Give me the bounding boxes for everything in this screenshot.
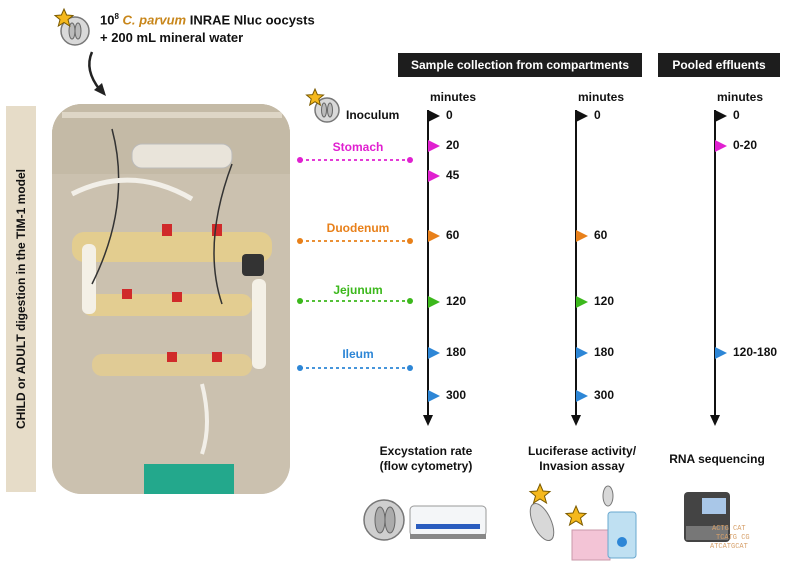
timepoint-marker-col1-1 — [428, 140, 440, 152]
flow-cytometer-icon — [363, 499, 487, 541]
compartment-duodenum-label: Duodenum — [326, 221, 390, 235]
inoculum-star-icon — [305, 87, 340, 123]
timepoint-label-col2-0: 0 — [594, 108, 601, 122]
timepoint-label-col1-0: 0 — [446, 108, 453, 122]
dna-sequence-decoration: ACTG CAT — [712, 525, 746, 533]
ileum-connector — [297, 365, 413, 371]
timeline-arrow-col3 — [710, 415, 720, 426]
timepoint-label-col2-1: 60 — [594, 228, 608, 242]
timepoint-marker-col1-0 — [428, 110, 440, 122]
dna-sequence-decoration: ATCATGCAT — [710, 543, 748, 551]
timepoint-label-col2-3: 180 — [594, 345, 615, 359]
compartments-header: Sample collection from compartments — [398, 53, 642, 77]
timepoint-label-col1-4: 120 — [446, 294, 467, 308]
duodenum-connector — [297, 238, 413, 244]
header-line2: + 200 mL mineral water — [100, 30, 244, 45]
output-luciferase: Luciferase activity/ Invasion assay — [512, 444, 652, 474]
output-excystation-line1: Excystation rate — [379, 444, 473, 458]
tim1-photo — [52, 104, 290, 494]
timepoint-marker-col1-3 — [428, 230, 440, 242]
stomach-connector — [297, 157, 413, 163]
timepoint-marker-col3-2 — [715, 347, 727, 359]
timepoint-label-col2-4: 300 — [594, 388, 615, 402]
timepoint-label-col1-6: 300 — [446, 388, 467, 402]
timepoint-marker-col3-0 — [715, 110, 727, 122]
minutes-label-col1: minutes — [430, 90, 477, 104]
timepoint-marker-col3-1 — [715, 140, 727, 152]
timepoint-marker-col2-3 — [576, 347, 588, 359]
output-excystation: Excystation rate (flow cytometry) — [360, 444, 492, 474]
timeline-arrow-col2 — [571, 415, 581, 426]
minutes-label-col2: minutes — [578, 90, 625, 104]
output-rna: RNA sequencing — [669, 452, 765, 466]
timepoint-label-col1-2: 45 — [446, 168, 460, 182]
timepoint-marker-col1-5 — [428, 347, 440, 359]
output-luciferase-line2: Invasion assay — [539, 459, 625, 473]
inoculum-label: Inoculum — [346, 108, 400, 122]
timepoint-label-col1-1: 20 — [446, 138, 460, 152]
timepoint-label-col1-5: 180 — [446, 345, 467, 359]
timepoint-label-col3-0: 0 — [733, 108, 740, 122]
header-line1: 108 C. parvum INRAE Nluc oocysts — [100, 12, 315, 28]
curved-arrow-icon — [88, 51, 106, 96]
timepoint-marker-col1-2 — [428, 170, 440, 182]
jejunum-connector — [297, 298, 413, 304]
timepoint-label-col3-2: 120-180 — [733, 345, 778, 359]
luciferase-assay-icon — [528, 482, 637, 561]
compartment-ileum-label: Ileum — [342, 347, 374, 361]
compartment-jejunum-label: Jejunum — [333, 283, 383, 297]
dna-sequence-decoration: TCATG CG — [716, 534, 750, 542]
timepoint-marker-col2-4 — [576, 390, 588, 402]
minutes-label-col3: minutes — [717, 90, 764, 104]
timepoint-label-col2-2: 120 — [594, 294, 615, 308]
timepoint-marker-col2-0 — [576, 110, 588, 122]
tim1-apparatus-illustration — [52, 104, 290, 494]
effluents-header: Pooled effluents — [658, 53, 780, 77]
sequencer-icon: ACTG CAT TCATG CG ATCATGCAT — [684, 492, 750, 551]
timepoint-marker-col1-6 — [428, 390, 440, 402]
timepoint-label-col1-3: 60 — [446, 228, 460, 242]
oocyst-star-icon — [53, 7, 90, 46]
timeline-arrow-col1 — [423, 415, 433, 426]
output-excystation-line2: (flow cytometry) — [379, 459, 473, 473]
compartment-connectors — [297, 157, 413, 371]
timepoint-marker-col1-4 — [428, 296, 440, 308]
sidebar-band: CHILD or ADULT digestion in the TIM-1 mo… — [6, 106, 36, 492]
timepoint-marker-col2-1 — [576, 230, 588, 242]
timepoint-label-col3-1: 0-20 — [733, 138, 758, 152]
timepoint-marker-col2-2 — [576, 296, 588, 308]
output-luciferase-line1: Luciferase activity/ — [527, 444, 637, 458]
compartment-stomach-label: Stomach — [332, 140, 384, 154]
